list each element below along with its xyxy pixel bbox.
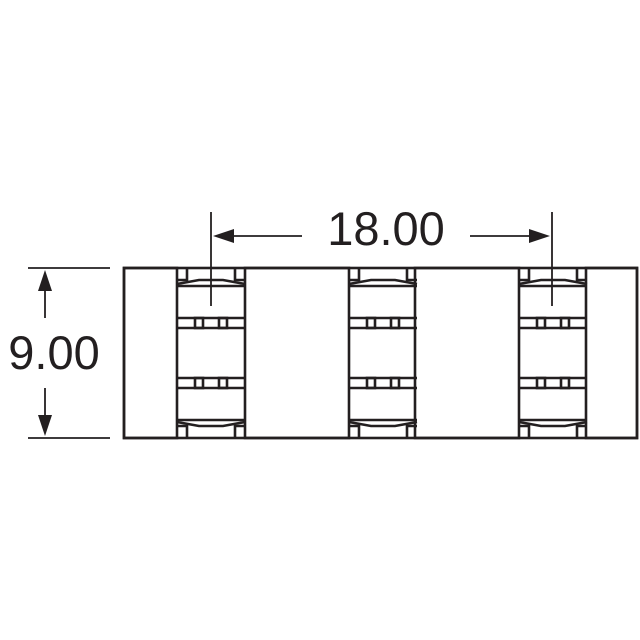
contact-slot-right-3-2 (559, 376, 571, 390)
spacer-block-center-left (243, 266, 351, 440)
contact-cells-group (176, 268, 588, 438)
contact-top-arc-2 (348, 278, 418, 286)
top-latch-2 (349, 268, 417, 282)
bottom-latch-2 (349, 424, 417, 438)
dimension-label-height: 9.00 (8, 326, 99, 379)
arrowhead-width-right (529, 229, 550, 243)
contact-slot-left-2-1 (365, 316, 377, 330)
spacer-block-right (584, 266, 639, 440)
bottom-latch-1 (177, 424, 245, 438)
top-latch-1 (177, 268, 245, 282)
dimension-height: 9.00 (8, 267, 110, 439)
contact-bottom-arc-1 (176, 420, 246, 428)
top-latch-3 (519, 268, 587, 282)
dimension-width: 18.00 (210, 202, 553, 306)
arrowhead-height-bottom (38, 415, 52, 436)
arrowhead-width-left (213, 229, 234, 243)
contact-slot-right-2-1 (389, 316, 401, 330)
dimension-label-width: 18.00 (327, 202, 445, 255)
contact-slot-right-3-1 (559, 316, 571, 330)
contact-slot-left-2-2 (365, 376, 377, 390)
spacer-block-left (122, 266, 179, 440)
contact-slot-right-1-2 (217, 376, 229, 390)
contact-bottom-arc-2 (348, 420, 418, 428)
contact-slot-right-2-2 (389, 376, 401, 390)
arrowhead-height-top (38, 270, 52, 291)
contact-slot-left-3-1 (535, 316, 547, 330)
contact-slot-left-3-2 (535, 376, 547, 390)
connector-body-outline (122, 266, 639, 440)
contact-bottom-arc-3 (518, 420, 588, 428)
contact-slot-right-1-1 (217, 316, 229, 330)
contact-slot-left-1-2 (193, 376, 205, 390)
spacer-block-center-right (413, 266, 521, 440)
contact-slot-left-1-1 (193, 316, 205, 330)
bottom-latch-3 (519, 424, 587, 438)
contact-top-arc-3 (518, 278, 588, 286)
